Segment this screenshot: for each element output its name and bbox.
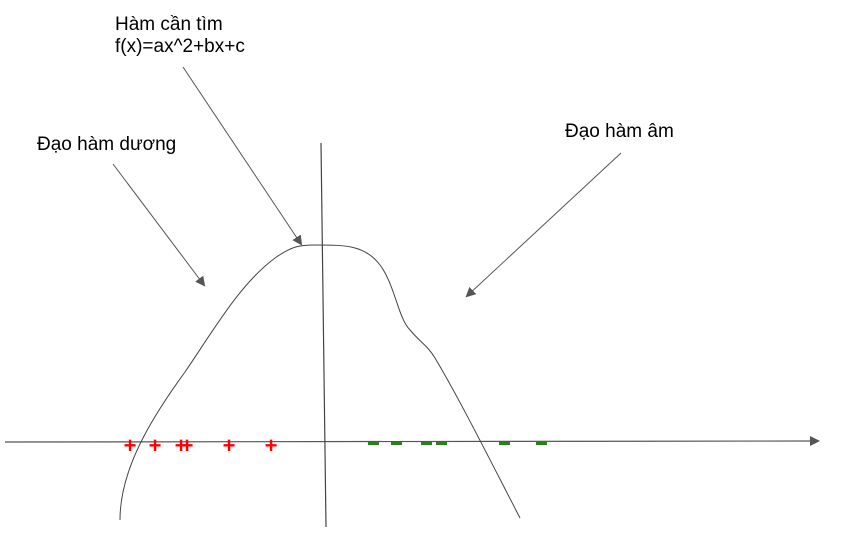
minus-sign [436,442,447,445]
minus-sign [536,442,547,445]
plus-sign: + [223,433,236,458]
plus-sign: + [181,433,194,458]
plus-sign: + [124,433,137,458]
arrow-positive-derivative [112,163,206,287]
function-curve [119,244,521,521]
minus-sign [391,442,402,445]
minus-sign [499,442,510,445]
arrow-function-pointer [182,66,303,246]
plus-signs: + + + + + + [124,433,278,458]
vertical-axis [320,142,327,528]
plus-sign: + [175,433,188,458]
minus-sign [368,442,379,445]
negative-derivative-label: Đạo hàm âm [565,121,674,142]
positive-derivative-label: Đạo hàm dương [37,134,177,155]
plus-sign: + [265,433,278,458]
arrow-negative-derivative [465,152,622,298]
minus-signs [368,442,547,445]
function-title-label: Hàm cần tìm [115,14,223,35]
plus-sign: + [149,433,162,458]
function-formula-label: f(x)=ax^2+bx+c [115,36,245,57]
minus-sign [421,442,432,445]
